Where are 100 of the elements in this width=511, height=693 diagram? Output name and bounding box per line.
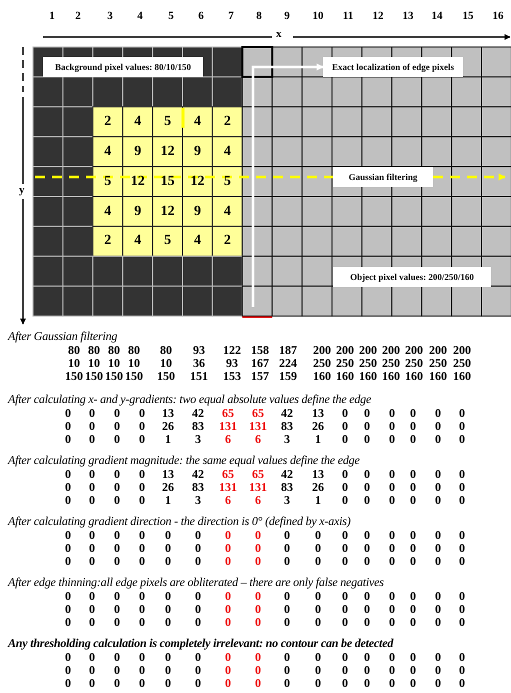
pixel-value: 0	[88, 529, 96, 542]
pixel-value: 0	[388, 677, 396, 690]
pixel-value: 0	[434, 407, 442, 420]
pixel-value: 0	[283, 664, 291, 677]
pixel-value: 0	[388, 590, 396, 603]
kernel-value: 4	[222, 144, 232, 160]
kernel-value: 9	[133, 144, 142, 160]
pixel-value: 0	[363, 677, 371, 690]
pixel-value: 0	[409, 616, 417, 629]
pixel-value: 0	[434, 555, 442, 568]
pixel-value: 0	[194, 616, 202, 629]
pixel-value: 0	[138, 542, 146, 555]
pixel-value: 0	[458, 494, 466, 507]
step-heading: Any thresholding calculation is completely irrelevant: no contour can be detected	[8, 636, 394, 650]
pixel-value: 80	[107, 344, 121, 357]
column-number: 13	[402, 10, 414, 22]
pixel-value: 0	[314, 590, 322, 603]
column-number: 10	[312, 10, 324, 22]
pixel-value: 0	[254, 664, 262, 677]
pixel-value: 0	[363, 616, 371, 629]
pixel-value: 0	[88, 677, 96, 690]
pixel-value: 0	[254, 603, 262, 616]
pixel-value: 0	[138, 651, 146, 664]
pixel-value: 0	[388, 468, 396, 481]
pixel-value: 250	[428, 357, 448, 370]
kernel-value: 2	[103, 233, 112, 250]
pixel-value: 0	[458, 555, 466, 568]
pixel-value: 0	[363, 494, 371, 507]
pixel-value: 10	[159, 357, 173, 370]
pixel-value: 65	[221, 468, 235, 481]
pixel-value: 0	[434, 420, 442, 433]
pixel-value: 160	[335, 370, 355, 383]
column-number: 8	[255, 10, 263, 22]
pixel-value: 0	[138, 407, 146, 420]
pixel-value: 0	[388, 407, 396, 420]
pixel-value: 200	[404, 344, 424, 357]
pixel-value: 0	[409, 468, 417, 481]
pixel-value: 0	[224, 603, 232, 616]
pixel-value: 0	[164, 555, 172, 568]
pixel-value: 224	[278, 357, 298, 370]
pixel-value: 10	[127, 357, 141, 370]
pixel-value: 0	[409, 529, 417, 542]
pixel-value: 0	[314, 677, 322, 690]
pixel-value: 83	[191, 420, 205, 433]
pixel-value: 0	[314, 603, 322, 616]
pixel-value: 250	[358, 357, 378, 370]
pixel-value: 0	[224, 651, 232, 664]
pixel-value: 0	[224, 529, 232, 542]
pixel-value: 0	[341, 420, 349, 433]
pixel-value: 0	[363, 407, 371, 420]
pixel-value: 0	[363, 590, 371, 603]
pixel-value: 0	[388, 664, 396, 677]
pixel-value: 0	[194, 603, 202, 616]
column-number: 16	[492, 10, 504, 22]
pixel-value: 6	[254, 494, 262, 507]
pixel-value: 42	[191, 407, 205, 420]
pixel-value: 0	[434, 468, 442, 481]
pixel-value: 0	[458, 616, 466, 629]
pixel-value: 0	[113, 407, 121, 420]
pixel-value: 0	[283, 529, 291, 542]
pixel-value: 0	[434, 651, 442, 664]
pixel-value: 150	[124, 370, 144, 383]
label-box: Gaussian filtering	[333, 167, 433, 187]
pixel-value: 6	[224, 433, 232, 446]
pixel-value: 0	[64, 494, 72, 507]
kernel-value: 5	[103, 174, 112, 190]
column-number: 4	[136, 10, 144, 22]
column-number: 2	[74, 10, 82, 22]
kernel-value: 12	[160, 204, 176, 220]
pixel-value: 0	[64, 407, 72, 420]
pixel-value: 0	[64, 664, 72, 677]
pixel-value: 0	[283, 590, 291, 603]
pixel-value: 83	[280, 420, 294, 433]
kernel-value: 9	[193, 204, 202, 220]
pixel-value: 0	[113, 468, 121, 481]
pixel-value: 0	[138, 494, 146, 507]
pixel-value: 13	[311, 468, 325, 481]
pixel-value: 10	[107, 357, 121, 370]
pixel-value: 65	[251, 407, 265, 420]
pixel-value: 0	[409, 603, 417, 616]
pixel-value: 42	[280, 468, 294, 481]
pixel-value: 0	[388, 481, 396, 494]
pixel-value: 6	[254, 433, 262, 446]
pixel-value: 0	[194, 651, 202, 664]
pixel-value: 0	[363, 468, 371, 481]
pixel-value: 160	[381, 370, 401, 383]
pixel-value: 0	[283, 555, 291, 568]
pixel-value: 0	[341, 651, 349, 664]
pixel-value: 0	[64, 542, 72, 555]
pixel-value: 93	[192, 344, 206, 357]
column-number: 12	[372, 10, 384, 22]
pixel-value: 6	[224, 494, 232, 507]
pixel-value: 0	[434, 677, 442, 690]
pixel-value: 0	[434, 616, 442, 629]
step-heading: After calculating gradient direction - the direction is 0° (defined by x-axis)	[8, 514, 351, 528]
pixel-value: 0	[88, 468, 96, 481]
axis-label: y	[19, 184, 24, 196]
pixel-value: 0	[458, 664, 466, 677]
pixel-value: 131	[248, 481, 268, 494]
pixel-value: 250	[452, 357, 472, 370]
